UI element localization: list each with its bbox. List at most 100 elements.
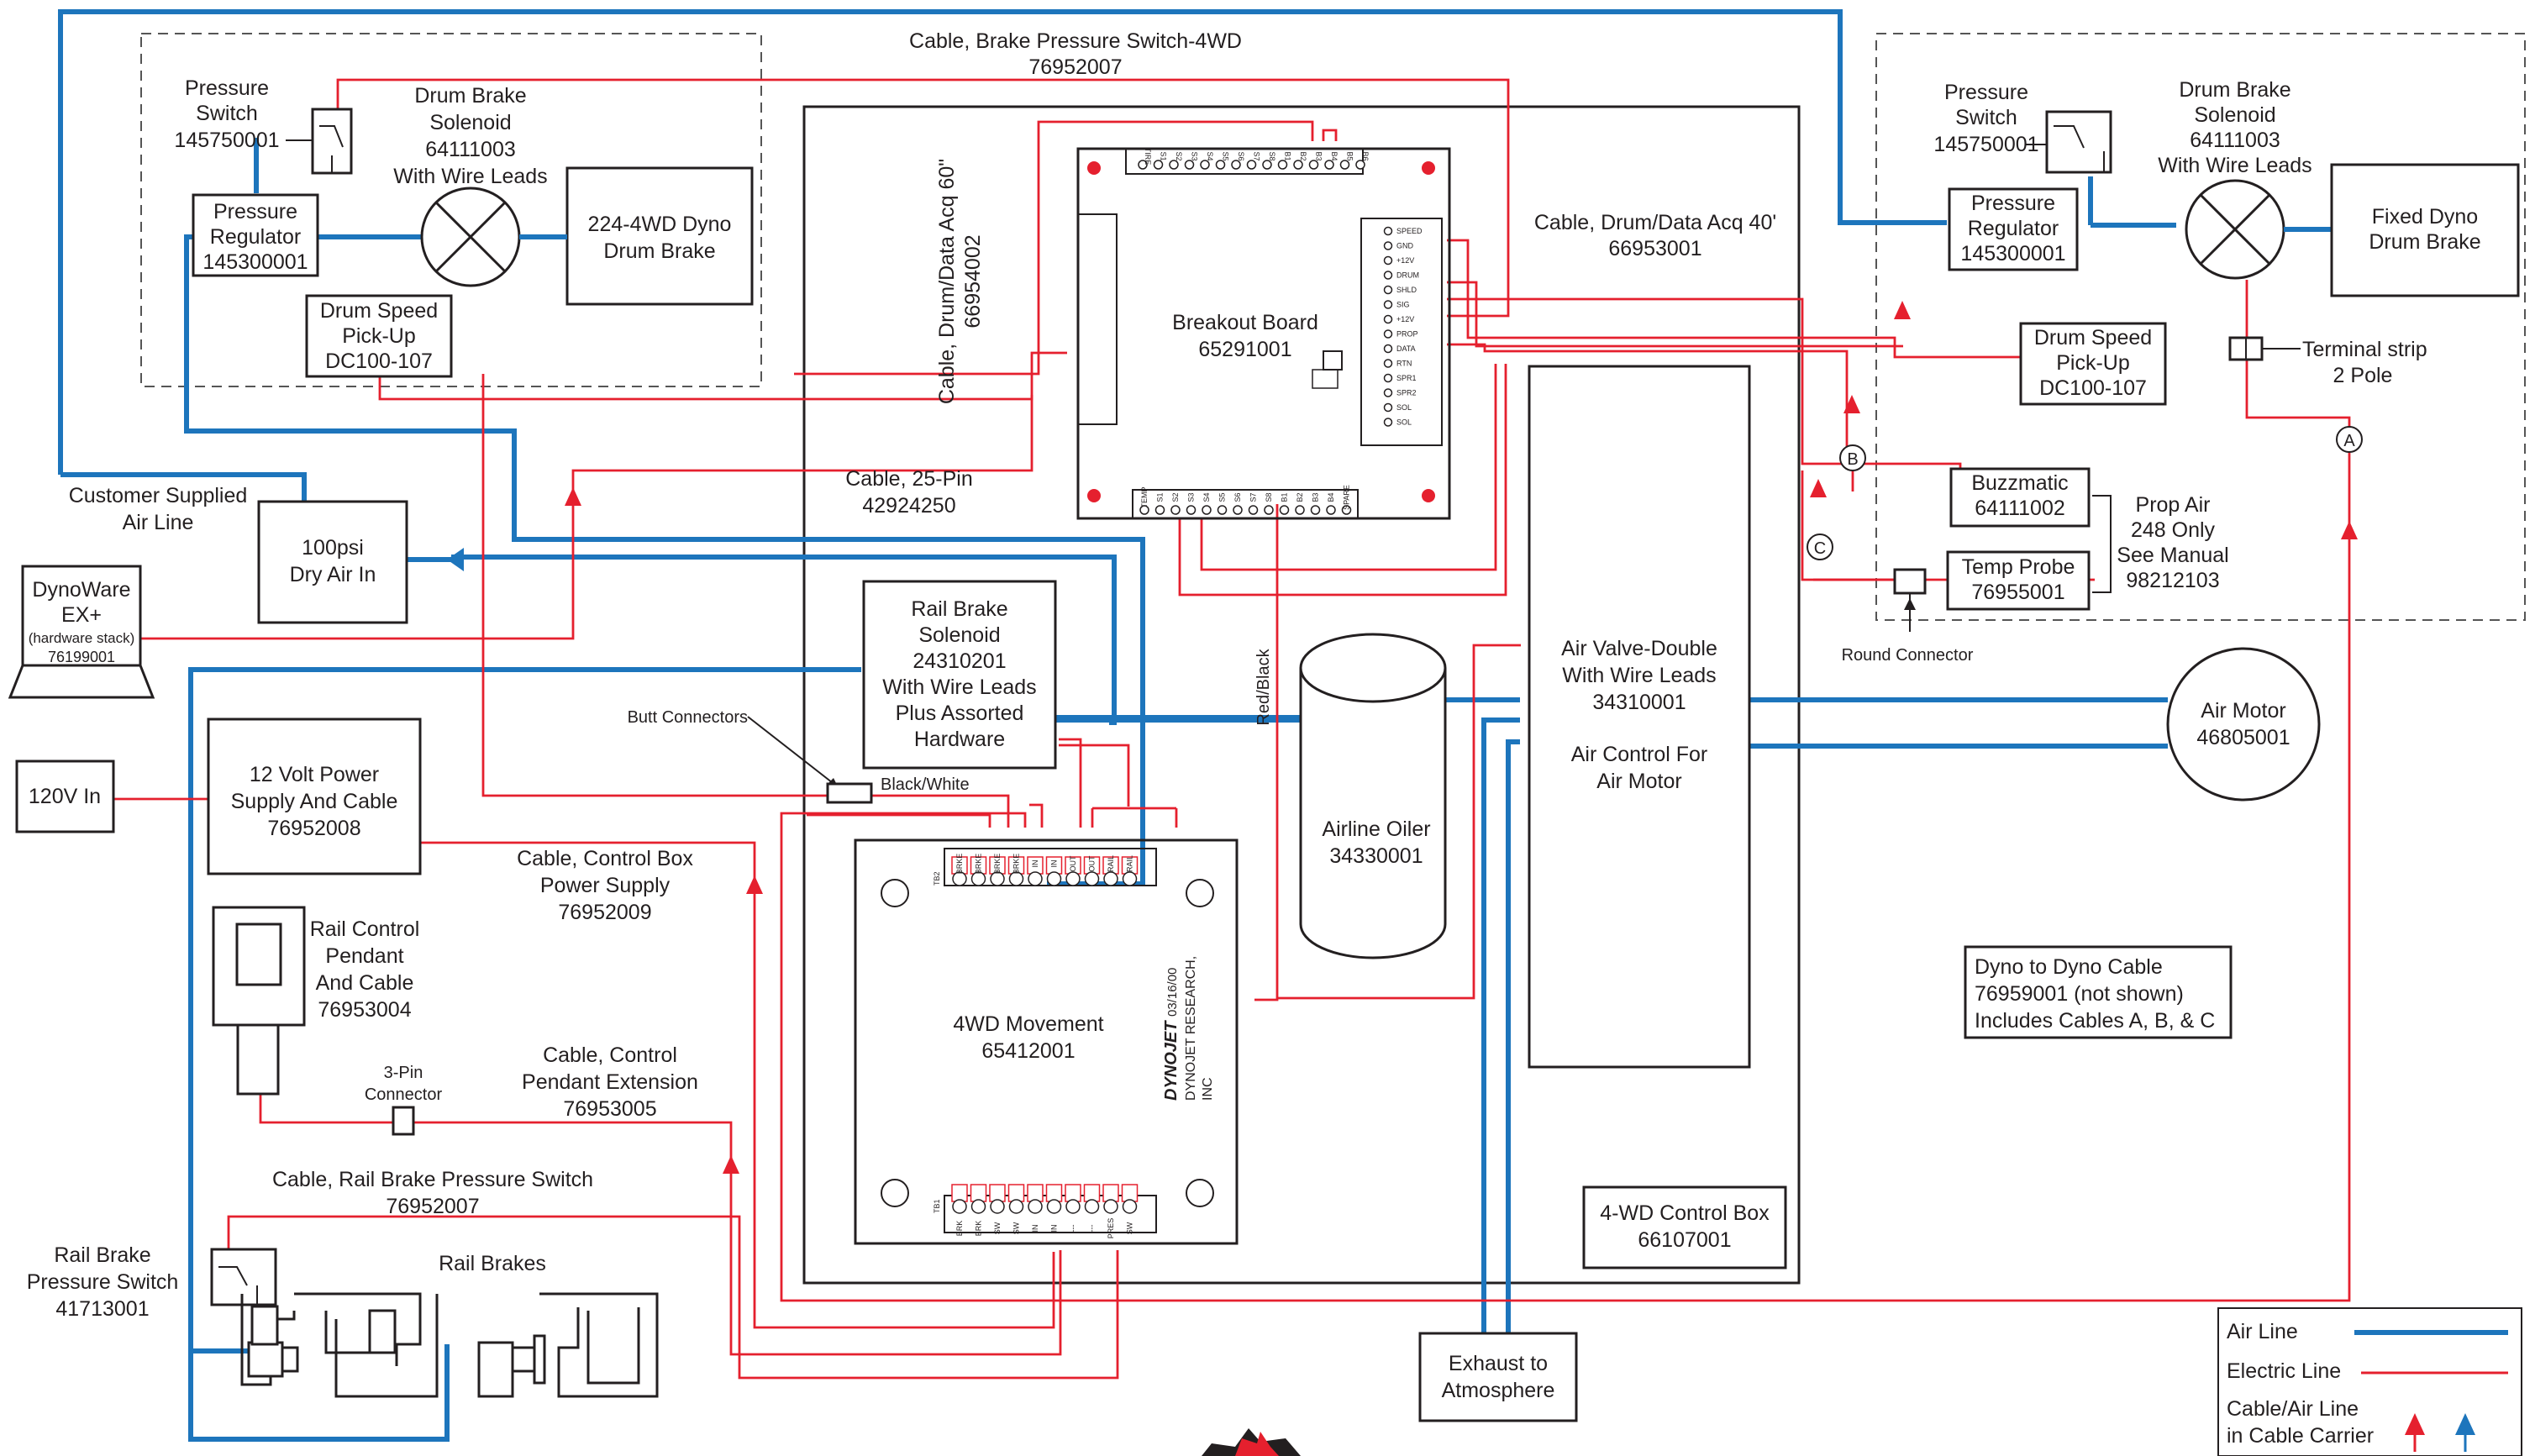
- terminal-pin: [1231, 160, 1241, 170]
- dynoware-label-2: EX+: [61, 603, 102, 627]
- rail-pendant-icon: [212, 906, 306, 1096]
- cable-brake-pressure-4wd-1: Cable, Brake Pressure Switch-4WD: [909, 29, 1242, 53]
- carrier-arrow-1: [565, 487, 581, 506]
- dynojet-mark-1: DYNOJET: [1162, 1020, 1181, 1101]
- left-pickup-label-2: Pick-Up: [342, 324, 416, 348]
- terminal-label: IN: [1031, 1225, 1039, 1233]
- pin3-connector-icon: [392, 1106, 415, 1136]
- terminal-screw: [1008, 1199, 1024, 1214]
- cable-control-box-1: Cable, Control Box: [517, 847, 693, 870]
- control-box-label-box: [1582, 1185, 1787, 1269]
- air-valve-label-3: 34310001: [1592, 691, 1686, 714]
- pin-label: +12V: [1396, 256, 1414, 265]
- legend: Air Line Electric Line Cable/Air Line in…: [2217, 1307, 2522, 1456]
- right-solenoid-label-1: Drum Brake: [2179, 78, 2290, 102]
- right-dyno-zone: [1875, 33, 2526, 621]
- terminal-block-title: TB1: [933, 1199, 941, 1213]
- pin-label: B3: [1315, 151, 1323, 160]
- terminal-pad: [951, 1184, 968, 1202]
- terminal-screw: [990, 1199, 1005, 1214]
- dynojet-mark-4: INC: [1201, 1077, 1215, 1101]
- rail-solenoid-label-2: Solenoid: [918, 623, 1000, 647]
- dyno-to-dyno-label-2: 76959001 (not shown): [1975, 982, 2184, 1006]
- oiler-label-1: Airline Oiler: [1322, 817, 1430, 841]
- terminal-screw: [952, 871, 967, 886]
- cable-25pin-1: Cable, 25-Pin: [845, 467, 972, 491]
- pin3-connector-label-1: 3-Pin: [384, 1064, 423, 1082]
- left-solenoid-label-1: Drum Brake: [414, 84, 526, 108]
- power-supply-label-3: 76952008: [267, 817, 360, 840]
- terminal-label: IN: [1050, 860, 1059, 868]
- right-pressure-regulator-box: [1948, 187, 2079, 271]
- dyno-to-dyno-label-1: Dyno to Dyno Cable: [1975, 955, 2163, 979]
- terminal-label: SW: [993, 1222, 1002, 1234]
- temp-probe-box: [1946, 550, 2091, 611]
- pin-label: SPEED: [1396, 227, 1423, 235]
- terminal-pin: [1217, 505, 1228, 515]
- terminal-pin: [1262, 160, 1272, 170]
- rail-solenoid-label-1: Rail Brake: [911, 597, 1007, 621]
- terminal-pin: [1383, 255, 1393, 265]
- terminal-screw: [970, 1199, 986, 1214]
- terminal-pin: [1355, 160, 1365, 170]
- terminal-pin: [1383, 418, 1393, 427]
- dynoware-label-1: DynoWare: [32, 578, 130, 602]
- pin-label: SPR1: [1396, 374, 1417, 382]
- left-pressure-switch-label-3: 145750001: [174, 129, 279, 152]
- rail-brake-switch-label-1: Rail Brake: [54, 1243, 150, 1267]
- pin-label: +12V: [1396, 315, 1414, 323]
- dynoware-label-3: (hardware stack): [29, 630, 135, 646]
- cable-red-black: Red/Black: [1254, 648, 1273, 725]
- circle-markers: A B C: [1807, 426, 2363, 560]
- terminal-pin: [1169, 160, 1179, 170]
- control-box-label-2: 66107001: [1638, 1228, 1731, 1252]
- cable-drum-60-1: Cable, Drum/Data Acq 60": [935, 159, 959, 404]
- terminal-screw: [1028, 871, 1043, 886]
- terminal-screw: [1122, 871, 1138, 886]
- terminal-pin: [1295, 505, 1305, 515]
- marker-b: B: [1847, 450, 1858, 469]
- pin-label: DRUM: [1396, 271, 1419, 280]
- right-solenoid-label-2: Solenoid: [2194, 103, 2275, 127]
- carrier-arrow-3: [723, 1155, 739, 1174]
- terminal-strip-label-2: 2 Pole: [2333, 364, 2393, 387]
- pin-label: B1: [1284, 151, 1292, 160]
- terminal-screw: [1065, 871, 1081, 886]
- terminal-label: BRK: [975, 1221, 983, 1237]
- pin-label: SOL: [1396, 403, 1412, 412]
- cable-rail-brake-1: Cable, Rail Brake Pressure Switch: [272, 1168, 593, 1191]
- right-pressure-switch-label-2: Switch: [1955, 106, 2017, 129]
- dyno-to-dyno-label-3: Includes Cables A, B, & C: [1975, 1009, 2215, 1033]
- terminal-pin: [1383, 402, 1393, 413]
- power-supply-label-2: Supply And Cable: [231, 790, 398, 813]
- power-120v-label: 120V In: [29, 785, 101, 808]
- cable-drum-40-1: Cable, Drum/Data Acq 40': [1534, 211, 1776, 234]
- carrier-arrow-7: [2341, 521, 2358, 539]
- breakout-board-label-2: 65291001: [1198, 338, 1291, 361]
- cable-labels: Cable, Brake Pressure Switch-4WD 7695200…: [272, 29, 1776, 1218]
- terminal-screw: [952, 1199, 967, 1214]
- rail-solenoid-label-6: Hardware: [914, 728, 1005, 751]
- left-solenoid-label-4: With Wire Leads: [393, 165, 547, 188]
- dry-air-label-2: Dry Air In: [290, 563, 376, 586]
- terminal-pad: [989, 1184, 1006, 1202]
- cable-pendant-ext-3: 76953005: [563, 1097, 656, 1121]
- right-pickup-label-1: Drum Speed: [2034, 326, 2152, 350]
- terminal-pin: [1154, 505, 1165, 515]
- right-solenoid-label-4: With Wire Leads: [2158, 154, 2311, 177]
- movement-label-1: 4WD Movement: [953, 1012, 1103, 1036]
- air-motor-label-2: 46805001: [2196, 726, 2290, 749]
- rail-brake-icon-1: [240, 1292, 439, 1398]
- right-pressure-switch-icon: [2045, 110, 2112, 174]
- air-motor-icon: [2166, 647, 2321, 802]
- rail-solenoid-label-4: With Wire Leads: [882, 675, 1036, 699]
- pin-label: S3: [1187, 492, 1196, 502]
- terminal-pin: [1139, 505, 1149, 515]
- rail-brake-switch-icon: [210, 1248, 277, 1306]
- pin-label: S3: [1191, 151, 1199, 160]
- terminal-pin: [1233, 505, 1243, 515]
- dry-air-box: [257, 500, 408, 624]
- customer-air-label-1: Customer Supplied: [69, 484, 248, 507]
- butt-connectors-label: Butt Connectors: [628, 708, 748, 727]
- pin-label: S7: [1249, 492, 1258, 502]
